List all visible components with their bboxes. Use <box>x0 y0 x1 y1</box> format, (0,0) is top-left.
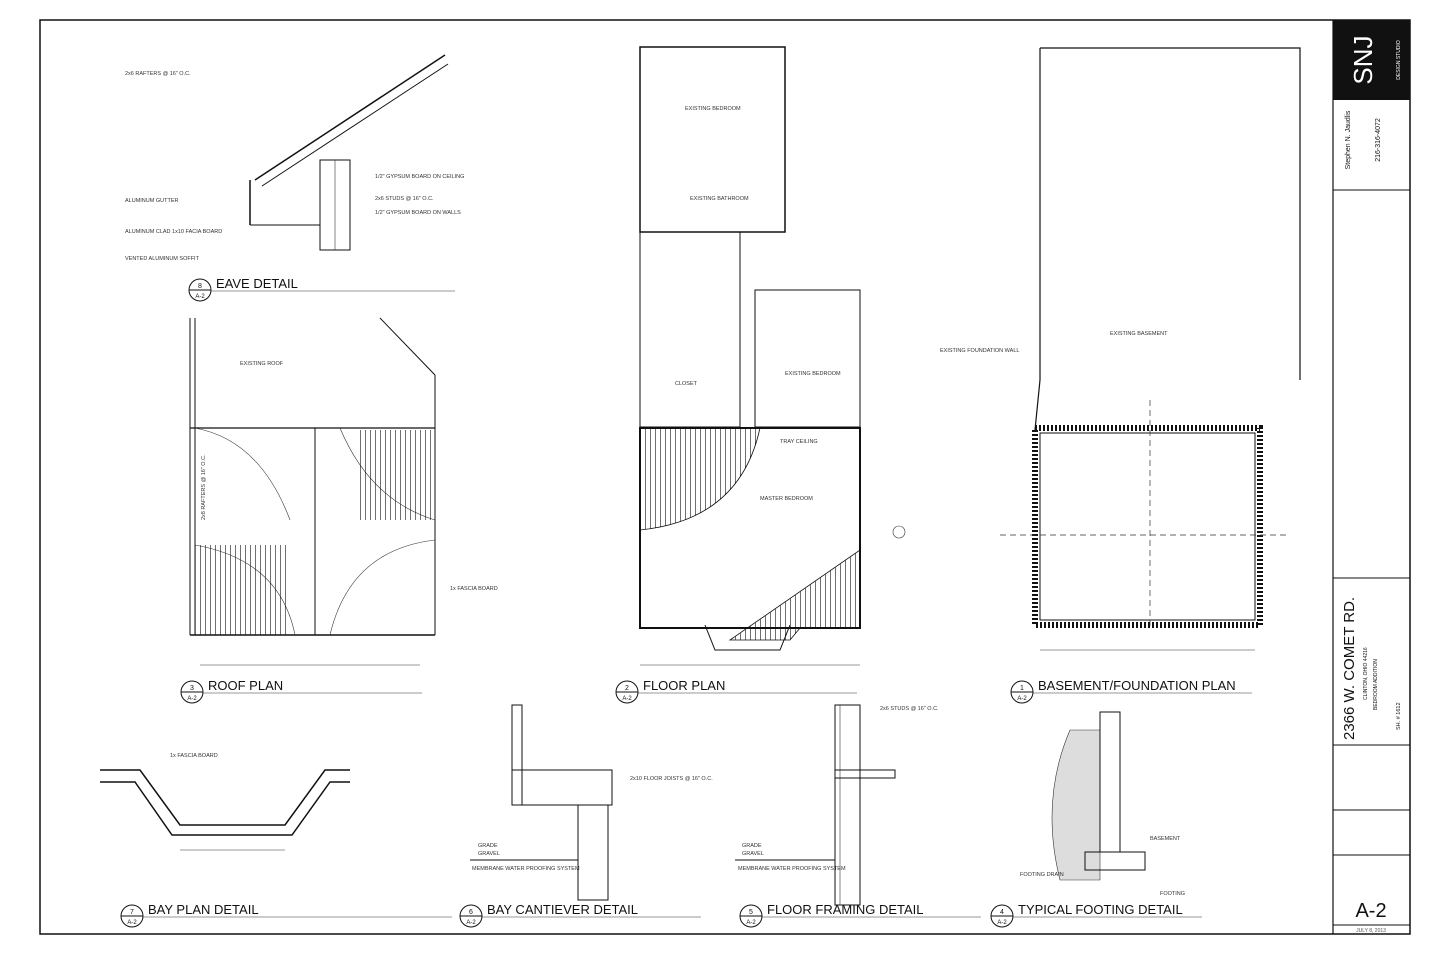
svg-text:A-2: A-2 <box>187 696 197 702</box>
svg-text:VENTED ALUMINUM SOFFIT: VENTED ALUMINUM SOFFIT <box>125 256 200 262</box>
svg-text:EXISTING BEDROOM: EXISTING BEDROOM <box>685 106 741 112</box>
svg-text:MEMBRANE WATER PROOFING SYSTEM: MEMBRANE WATER PROOFING SYSTEM <box>738 866 846 872</box>
detail-title-basement-plan: 1 A-2 BASEMENT/FOUNDATION PLAN <box>1010 678 1252 704</box>
svg-text:A-2: A-2 <box>997 920 1007 926</box>
gravel-label: GRAVEL <box>742 851 764 857</box>
svg-text:FLOOR PLAN: FLOOR PLAN <box>643 678 725 693</box>
svg-text:1/2" GYPSUM BOARD ON CEILING: 1/2" GYPSUM BOARD ON CEILING <box>375 174 464 180</box>
basement-plan-drawing: EXISTING BASEMENT EXISTING FOUNDATION WA… <box>940 47 1301 651</box>
detail-title-floor-plan: 2 A-2 FLOOR PLAN <box>615 678 857 704</box>
project-address: 2366 W. COMET RD. <box>1341 597 1358 740</box>
svg-text:2x6 RAFTERS @ 16" O.C.: 2x6 RAFTERS @ 16" O.C. <box>125 71 191 77</box>
eave-detail-drawing: 2x6 RAFTERS @ 16" O.C. ALUMINUM GUTTER A… <box>125 54 464 262</box>
svg-text:2x10 FLOOR JOISTS @ 16" O.C.: 2x10 FLOOR JOISTS @ 16" O.C. <box>630 776 713 782</box>
svg-text:5: 5 <box>749 909 753 916</box>
bay-plan-detail-drawing: 1x FASCIA BOARD <box>100 753 350 851</box>
svg-text:A-2: A-2 <box>466 920 476 926</box>
svg-text:SH. # 1612: SH. # 1612 <box>1396 702 1402 730</box>
svg-text:A-2: A-2 <box>127 920 137 926</box>
svg-text:1/2" GYPSUM BOARD ON WALLS: 1/2" GYPSUM BOARD ON WALLS <box>375 210 461 216</box>
svg-text:BAY PLAN DETAIL: BAY PLAN DETAIL <box>148 902 259 917</box>
svg-text:GRADE: GRADE <box>478 843 498 849</box>
svg-text:FLOOR FRAMING DETAIL: FLOOR FRAMING DETAIL <box>767 902 924 917</box>
svg-text:DESIGN STUDIO: DESIGN STUDIO <box>1396 40 1402 80</box>
svg-text:1x FASCIA BOARD: 1x FASCIA BOARD <box>450 586 498 592</box>
roof-plan-drawing: EXISTING ROOF 2x8 RAFTERS @ 16" O.C. 1x … <box>189 317 498 666</box>
svg-text:A-2: A-2 <box>1017 696 1027 702</box>
svg-text:BASEMENT/FOUNDATION PLAN: BASEMENT/FOUNDATION PLAN <box>1038 678 1236 693</box>
svg-text:EXISTING FOUNDATION WALL: EXISTING FOUNDATION WALL <box>940 348 1019 354</box>
svg-text:BAY CANTIEVER DETAIL: BAY CANTIEVER DETAIL <box>487 902 638 917</box>
designer-name: Stephen N. Jaudlis <box>1345 110 1352 169</box>
title-block: SNJ DESIGN STUDIO Stephen N. Jaudlis 216… <box>1333 20 1410 934</box>
svg-text:EAVE DETAIL: EAVE DETAIL <box>216 276 298 291</box>
detail-title-bay-cantilever: 6 A-2 BAY CANTIEVER DETAIL <box>459 902 701 928</box>
svg-text:TRAY CEILING: TRAY CEILING <box>780 439 818 445</box>
svg-text:FOOTING: FOOTING <box>1160 891 1185 897</box>
svg-text:EXISTING ROOF: EXISTING ROOF <box>240 361 284 367</box>
svg-text:A-2: A-2 <box>622 696 632 702</box>
svg-text:3: 3 <box>190 685 194 692</box>
detail-title-roof-plan: 3 A-2 ROOF PLAN <box>180 678 422 704</box>
svg-text:CLOSET: CLOSET <box>675 381 698 387</box>
svg-text:A-2: A-2 <box>746 920 756 926</box>
svg-text:2x6 STUDS @ 16" O.C.: 2x6 STUDS @ 16" O.C. <box>375 196 434 202</box>
floor-framing-drawing: 2x6 STUDS @ 16" O.C. GRADE GRAVEL MEMBRA… <box>735 704 939 906</box>
gravel-label: GRAVEL <box>478 851 500 857</box>
detail-title-floor-framing: 5 A-2 FLOOR FRAMING DETAIL <box>739 902 981 928</box>
svg-text:GRADE: GRADE <box>742 843 762 849</box>
detail-title-eave: 8 A-2 EAVE DETAIL <box>188 276 455 302</box>
detail-title-bay-plan: 7 A-2 BAY PLAN DETAIL <box>120 902 452 928</box>
svg-text:4: 4 <box>1000 909 1004 916</box>
floor-plan-drawing: EXISTING BEDROOM EXISTING BATHROOM MASTE… <box>639 46 906 666</box>
sheet-border <box>39 19 1411 935</box>
firm-logo <box>1333 20 1410 100</box>
footing-detail-drawing: BASEMENT FOOTING DRAIN FOOTING <box>1020 711 1185 897</box>
svg-text:7: 7 <box>130 909 134 916</box>
svg-text:FOOTING DRAIN: FOOTING DRAIN <box>1020 872 1064 878</box>
svg-text:8: 8 <box>198 283 202 290</box>
svg-text:BEDROOM ADDITION: BEDROOM ADDITION <box>1373 659 1379 710</box>
svg-text:2x8 RAFTERS @ 16" O.C.: 2x8 RAFTERS @ 16" O.C. <box>201 454 207 520</box>
svg-text:SNJ: SNJ <box>1348 35 1378 84</box>
svg-text:MASTER BEDROOM: MASTER BEDROOM <box>760 496 813 502</box>
svg-text:BASEMENT: BASEMENT <box>1150 836 1181 842</box>
svg-text:CLINTON, OHIO 44216: CLINTON, OHIO 44216 <box>1363 647 1369 700</box>
sheet-number: A-2 <box>1355 900 1386 922</box>
svg-text:2x6 STUDS @ 16" O.C.: 2x6 STUDS @ 16" O.C. <box>880 706 939 712</box>
svg-text:ALUMINUM GUTTER: ALUMINUM GUTTER <box>125 198 179 204</box>
detail-title-footing: 4 A-2 TYPICAL FOOTING DETAIL <box>990 902 1202 928</box>
svg-text:1: 1 <box>1020 685 1024 692</box>
svg-text:ALUMINUM CLAD 1x10 FACIA BOARD: ALUMINUM CLAD 1x10 FACIA BOARD <box>125 229 222 235</box>
svg-text:TYPICAL FOOTING DETAIL: TYPICAL FOOTING DETAIL <box>1018 902 1183 917</box>
svg-text:EXISTING BASEMENT: EXISTING BASEMENT <box>1110 331 1168 337</box>
svg-text:6: 6 <box>469 909 473 916</box>
svg-text:MEMBRANE WATER PROOFING SYSTEM: MEMBRANE WATER PROOFING SYSTEM <box>472 866 580 872</box>
designer-phone: 216-316-4072 <box>1375 118 1382 162</box>
svg-text:EXISTING BATHROOM: EXISTING BATHROOM <box>690 196 749 202</box>
svg-text:A-2: A-2 <box>195 294 205 300</box>
svg-text:EXISTING BEDROOM: EXISTING BEDROOM <box>785 371 841 377</box>
svg-text:ROOF PLAN: ROOF PLAN <box>208 678 283 693</box>
bay-cantilever-drawing: 2x10 FLOOR JOISTS @ 16" O.C. GRADE GRAVE… <box>470 704 713 901</box>
sheet-date: JULY 8, 2013 <box>1356 928 1386 934</box>
svg-text:1x FASCIA BOARD: 1x FASCIA BOARD <box>170 753 218 759</box>
svg-text:2: 2 <box>625 685 629 692</box>
